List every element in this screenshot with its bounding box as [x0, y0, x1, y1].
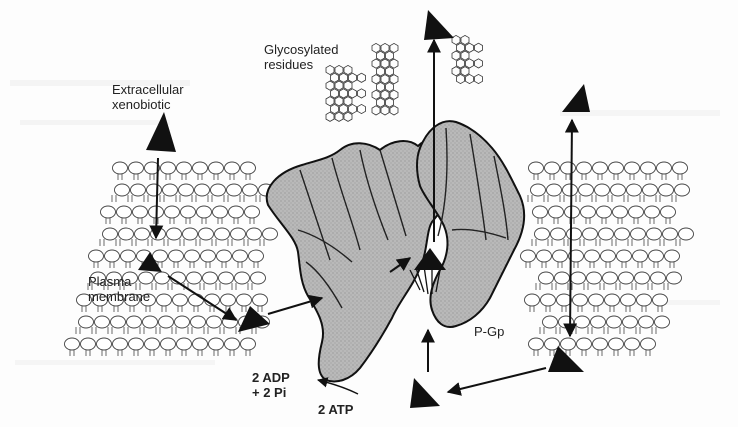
hexagon-chain-icon: [372, 75, 380, 84]
hexagon-chain-icon: [386, 82, 394, 91]
hexagon-chain-icon: [340, 89, 348, 98]
hexagon-chain-icon: [344, 97, 352, 106]
hexagon-chain-icon: [377, 98, 385, 107]
hexagon-chain-icon: [349, 89, 357, 98]
hexagon-chain-icon: [326, 97, 334, 106]
hexagon-chain-icon: [331, 73, 339, 82]
hexagon-chain-icon: [466, 43, 474, 52]
hexagon-chain-icon: [372, 90, 380, 99]
hexagon-chain-icon: [466, 59, 474, 68]
hexagon-chain-icon: [377, 67, 385, 76]
hexagon-chain-icon: [340, 104, 348, 113]
triangle-drug-icon: [562, 84, 590, 112]
hexagon-chain-icon: [386, 67, 394, 76]
hexagon-chain-icon: [381, 90, 389, 99]
hexagon-chain-icon: [377, 82, 385, 91]
hexagon-chain-icon: [475, 74, 483, 83]
atp-label: 2 ATP: [318, 402, 353, 417]
hexagon-chain-icon: [344, 65, 352, 74]
hexagon-chain-icon: [349, 104, 357, 113]
arrow-cytoplasm-to-left: [448, 368, 546, 392]
hexagon-chain-icon: [331, 104, 339, 113]
hexagon-chain-icon: [381, 59, 389, 68]
hexagon-chain-icon: [331, 89, 339, 98]
hexagon-chain-icon: [358, 104, 366, 113]
hexagon-chain-icon: [349, 73, 357, 82]
hexagon-chain-icon: [390, 90, 398, 99]
hexagon-chain-icon: [381, 106, 389, 115]
hexagon-chain-icon: [452, 67, 460, 76]
hexagon-chain-icon: [390, 106, 398, 115]
hexagon-chain-icon: [452, 35, 460, 44]
hexagon-chain-icon: [390, 59, 398, 68]
glycosylated-residues-chains: [326, 35, 483, 121]
hexagon-chain-icon: [372, 43, 380, 52]
pgp-label: P-Gp: [474, 324, 504, 339]
hexagon-chain-icon: [372, 59, 380, 68]
hexagon-chain-icon: [381, 75, 389, 84]
triangle-drug-icon: [146, 112, 176, 152]
hexagon-chain-icon: [344, 112, 352, 121]
hexagon-chain-icon: [358, 89, 366, 98]
hexagon-chain-icon: [381, 43, 389, 52]
hexagon-chain-icon: [377, 51, 385, 60]
hexagon-chain-icon: [461, 35, 469, 44]
hexagon-chain-icon: [326, 112, 334, 121]
hexagon-chain-icon: [457, 43, 465, 52]
hexagon-chain-icon: [340, 73, 348, 82]
hexagon-chain-icon: [452, 51, 460, 60]
hexagon-chain-icon: [386, 51, 394, 60]
triangle-drug-icon: [410, 378, 440, 408]
glycosylated-residues-label: Glycosylated residues: [264, 42, 338, 72]
hexagon-chain-icon: [475, 43, 483, 52]
hexagon-chain-icon: [390, 43, 398, 52]
hexagon-chain-icon: [466, 74, 474, 83]
hexagon-chain-icon: [335, 97, 343, 106]
hexagon-chain-icon: [372, 106, 380, 115]
hexagon-chain-icon: [475, 59, 483, 68]
hexagon-chain-icon: [461, 51, 469, 60]
hexagon-chain-icon: [461, 67, 469, 76]
hexagon-chain-icon: [457, 59, 465, 68]
extracellular-xenobiotic-label: Extracellular xenobiotic: [112, 82, 184, 112]
arrow-bidirectional-right: [570, 120, 572, 336]
hexagon-chain-icon: [335, 112, 343, 121]
hexagon-chain-icon: [457, 74, 465, 83]
hexagon-chain-icon: [390, 75, 398, 84]
hexagon-chain-icon: [326, 81, 334, 90]
plasma-membrane-label: Plasma membrane: [88, 274, 150, 304]
adp-pi-label: 2 ADP + 2 Pi: [252, 370, 290, 400]
hexagon-chain-icon: [358, 73, 366, 82]
triangle-drug-icon: [424, 10, 454, 40]
hexagon-chain-icon: [386, 98, 394, 107]
hexagon-chain-icon: [344, 81, 352, 90]
pgp-protein: [267, 121, 525, 381]
hexagon-chain-icon: [335, 81, 343, 90]
